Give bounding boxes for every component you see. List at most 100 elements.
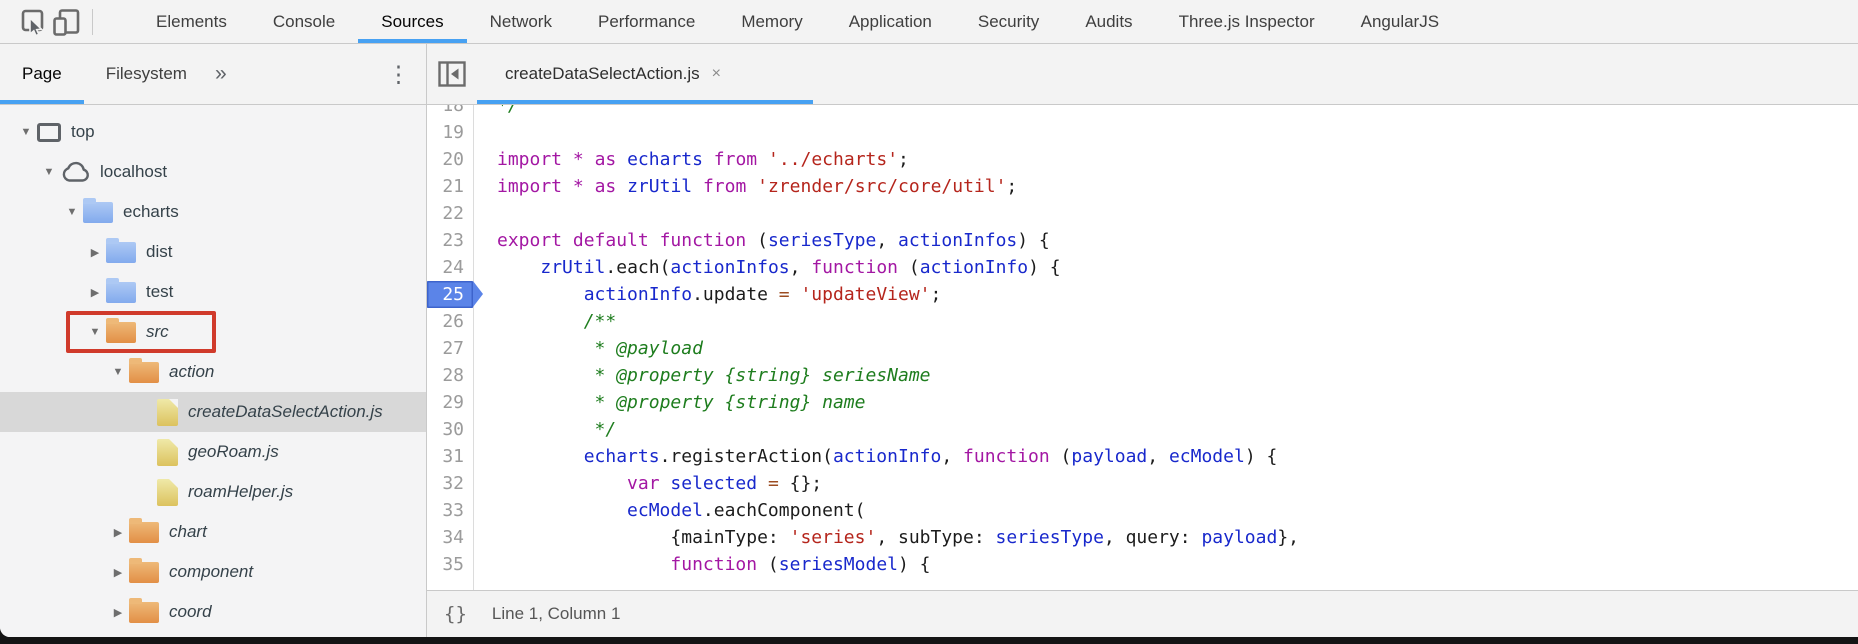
close-tab-icon[interactable]: ×	[711, 65, 721, 82]
code-line: import * as echarts from '../echarts';	[497, 149, 909, 170]
folder-icon	[129, 357, 159, 383]
tree-item-test[interactable]: ▶ test	[0, 272, 426, 312]
tree-item-dist[interactable]: ▶ dist	[0, 232, 426, 272]
chevron-collapsed-icon[interactable]: ▶	[113, 566, 123, 579]
panel-tab-security[interactable]: Security	[977, 11, 1040, 31]
chevron-collapsed-icon[interactable]: ▶	[113, 526, 123, 539]
folder-icon	[106, 237, 136, 263]
tree-item-localhost[interactable]: ▼ localhost	[0, 152, 426, 192]
device-toolbar-icon[interactable]	[50, 6, 82, 38]
panel-tab-performance[interactable]: Performance	[597, 11, 696, 31]
file-tree: ▼top▼localhost▼echarts▶dist▶test▼src▼act…	[0, 105, 426, 637]
folder-icon	[129, 517, 159, 543]
line-number[interactable]: 32	[442, 473, 464, 494]
tree-item-top[interactable]: ▼ top	[0, 112, 426, 152]
panel-tab-elements[interactable]: Elements	[156, 11, 227, 31]
line-number[interactable]: 20	[442, 149, 464, 170]
frame-icon	[37, 122, 61, 142]
tree-item-roamhelper-js[interactable]: roamHelper.js	[0, 472, 426, 512]
code-line: var selected = {};	[627, 473, 823, 494]
line-number[interactable]: 29	[442, 392, 464, 413]
chevron-collapsed-icon[interactable]: ▶	[90, 246, 100, 259]
tree-item-label: roamHelper.js	[188, 482, 294, 501]
chevron-collapsed-icon[interactable]: ▶	[90, 286, 100, 299]
line-number[interactable]: 21	[442, 176, 464, 197]
folder-icon	[129, 557, 159, 583]
tree-item-coord[interactable]: ▶ coord	[0, 592, 426, 632]
code-line: echarts.registerAction(actionInfo, funct…	[583, 446, 1278, 467]
code-line: import * as zrUtil from 'zrender/src/cor…	[497, 176, 1018, 197]
cursor-position-label: Line 1, Column 1	[491, 604, 621, 623]
line-number-gutter[interactable]: 18 19 20 21 22 23 24 25 26 27 28 29 30 31 32 33 34 35	[427, 105, 483, 578]
line-number[interactable]: 28	[442, 365, 464, 386]
chevron-expanded-icon[interactable]: ▼	[43, 166, 55, 178]
tree-item-label: createDataSelectAction.js	[188, 402, 383, 421]
devtools-toolbar: Elements Console Sources Network Performance…	[0, 0, 1858, 44]
tree-item-component[interactable]: ▶component	[0, 552, 426, 592]
chevron-collapsed-icon[interactable]: ▶	[113, 606, 123, 619]
line-number[interactable]: 35	[442, 554, 464, 575]
panel-tab-memory[interactable]: Memory	[741, 11, 803, 31]
tab-overflow-chevron-icon[interactable]: »	[214, 62, 227, 85]
line-number[interactable]: 19	[442, 122, 464, 143]
file-tab-label: createDataSelectAction.js	[505, 64, 700, 83]
line-number[interactable]: 22	[442, 203, 464, 224]
more-options-icon[interactable]: ⋮	[387, 60, 410, 87]
line-number[interactable]: 30	[442, 419, 464, 440]
line-number[interactable]: 33	[442, 500, 464, 521]
code-line: zrUtil.each(actionInfos, function (actio…	[540, 257, 1061, 278]
panel-tab-console[interactable]: Console	[272, 11, 336, 31]
file-icon	[157, 478, 178, 506]
tree-item-label: action	[169, 362, 215, 381]
chevron-expanded-icon[interactable]: ▼	[112, 366, 124, 378]
code-lines: */ import * as echarts from '../echarts';…	[473, 105, 1299, 578]
source-editor-pane: createDataSelectAction.js × 18 19 20 21 22 23…	[427, 44, 1858, 637]
tree-item-action[interactable]: ▼ action	[0, 352, 426, 392]
code-line: {mainType: 'series', subType: seriesType…	[497, 527, 1299, 548]
code-scroll: 18 19 20 21 22 23 24 25 26 27 28 29 30 31 32 33 34 35 */ i…	[427, 105, 1858, 578]
inspect-element-icon[interactable]	[18, 6, 50, 38]
tree-item-label: chart	[169, 522, 207, 541]
tree-item-label: dist	[146, 242, 173, 261]
main-split: Page Filesystem » ⋮ ▼top▼localhost▼echar…	[0, 44, 1858, 637]
panel-tab-network[interactable]: Network	[489, 11, 552, 31]
code-editor[interactable]: 18 19 20 21 22 23 24 25 26 27 28 29 30 31 32 33 34 35 */ i…	[427, 105, 1858, 590]
line-number[interactable]: 31	[442, 446, 464, 467]
panel-tab-audits[interactable]: Audits	[1085, 11, 1133, 31]
chevron-expanded-icon[interactable]: ▼	[20, 126, 32, 138]
panel-tab-sources[interactable]: Sources	[358, 0, 466, 43]
file-tab-createDataSelectAction[interactable]: createDataSelectAction.js ×	[477, 44, 813, 104]
line-number[interactable]: 23	[442, 230, 464, 251]
tree-item-label: top	[71, 122, 95, 141]
tree-item-label: localhost	[100, 162, 168, 181]
panel-tab-three-js-inspector[interactable]: Three.js Inspector	[1178, 11, 1315, 31]
tree-item-label: test	[146, 282, 174, 301]
code-line: /**	[583, 311, 617, 332]
navigator-tabbar: Page Filesystem » ⋮	[0, 44, 426, 105]
folder-icon	[106, 277, 136, 303]
panel-tab-angularjs[interactable]: AngularJS	[1360, 11, 1440, 31]
panel-tab-application[interactable]: Application	[848, 11, 932, 31]
tree-item-georoam-js[interactable]: geoRoam.js	[0, 432, 426, 472]
tab-page[interactable]: Page	[0, 44, 84, 104]
tree-item-label: coord	[169, 602, 212, 621]
line-number[interactable]: 34	[442, 527, 464, 548]
code-line	[497, 119, 1299, 146]
line-number[interactable]: 27	[442, 338, 464, 359]
tab-filesystem[interactable]: Filesystem	[105, 64, 187, 83]
tree-item-src[interactable]: ▼src	[0, 312, 426, 352]
code-line: */	[497, 105, 519, 116]
pretty-print-icon[interactable]: {}	[444, 603, 467, 625]
chevron-expanded-icon[interactable]: ▼	[66, 206, 78, 218]
line-number[interactable]: 24	[442, 257, 464, 278]
line-number[interactable]: 26	[442, 311, 464, 332]
hide-navigator-icon[interactable]	[427, 44, 477, 104]
line-number[interactable]: 18	[442, 105, 464, 116]
breakpoint-line-number[interactable]: 25	[427, 281, 483, 308]
tree-item-chart[interactable]: ▶ chart	[0, 512, 426, 552]
chevron-expanded-icon[interactable]: ▼	[89, 326, 101, 338]
tree-item-createdataselectaction-js[interactable]: createDataSelectAction.js	[0, 392, 426, 432]
tree-item-echarts[interactable]: ▼echarts	[0, 192, 426, 232]
code-line: export default function (seriesType, act…	[497, 230, 1050, 251]
